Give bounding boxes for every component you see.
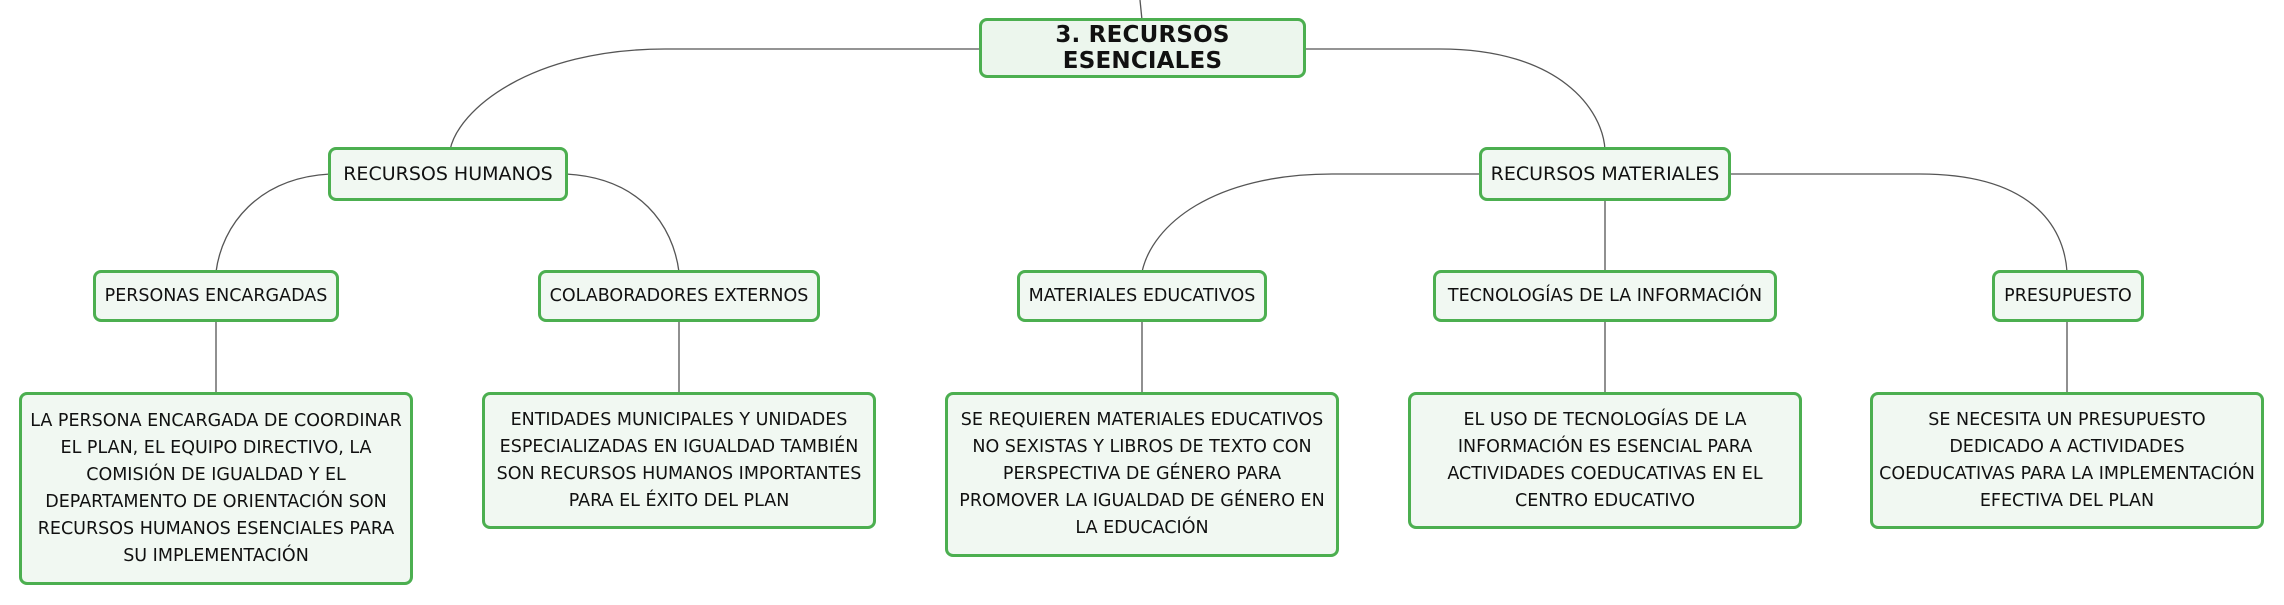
node-personas-encargadas-label: PERSONAS ENCARGADAS	[104, 286, 328, 306]
node-materiales-educativos-label: MATERIALES EDUCATIVOS	[1028, 286, 1256, 306]
node-tecnologias-informacion-label: TECNOLOGÍAS DE LA INFORMACIÓN	[1447, 286, 1763, 306]
node-presupuesto[interactable]: PRESUPUESTO	[1992, 270, 2144, 322]
node-recursos-materiales-label: RECURSOS MATERIALES	[1490, 163, 1720, 185]
connector-humanos-personas	[215, 173, 331, 273]
node-tecnologias-detail[interactable]: EL USO DE TECNOLOGÍAS DE LA INFORMACIÓN …	[1408, 392, 1802, 529]
node-materiales-educativos[interactable]: MATERIALES EDUCATIVOS	[1017, 270, 1267, 322]
node-recursos-humanos-label: RECURSOS HUMANOS	[343, 163, 553, 185]
connector-root-parent	[1139, 0, 1143, 21]
connector-materiales-presupuesto	[1729, 173, 2068, 273]
root-label: 3. RECURSOS ESENCIALES	[1055, 22, 1230, 74]
root-node[interactable]: 3. RECURSOS ESENCIALES	[979, 18, 1306, 78]
node-colaboradores-detail-text: ENTIDADES MUNICIPALES Y UNIDADES ESPECIA…	[496, 409, 862, 511]
connector-humanos-colaboradores	[565, 173, 680, 273]
node-presupuesto-label: PRESUPUESTO	[2004, 286, 2132, 306]
node-tecnologias-informacion[interactable]: TECNOLOGÍAS DE LA INFORMACIÓN	[1433, 270, 1777, 322]
node-educativos-detail-text: SE REQUIEREN MATERIALES EDUCATIVOS NO SE…	[959, 410, 1325, 538]
node-colaboradores-detail[interactable]: ENTIDADES MUNICIPALES Y UNIDADES ESPECIA…	[482, 392, 876, 529]
node-recursos-humanos[interactable]: RECURSOS HUMANOS	[328, 147, 568, 201]
node-recursos-materiales[interactable]: RECURSOS MATERIALES	[1479, 147, 1731, 201]
connector-root-humanos	[449, 48, 981, 151]
node-presupuesto-detail[interactable]: SE NECESITA UN PRESUPUESTO DEDICADO A AC…	[1870, 392, 2264, 529]
node-educativos-detail[interactable]: SE REQUIEREN MATERIALES EDUCATIVOS NO SE…	[945, 392, 1339, 557]
node-colaboradores-externos-label: COLABORADORES EXTERNOS	[549, 286, 809, 306]
node-personas-encargadas[interactable]: PERSONAS ENCARGADAS	[93, 270, 339, 322]
connector-materiales-educativos	[1141, 173, 1481, 273]
node-colaboradores-externos[interactable]: COLABORADORES EXTERNOS	[538, 270, 820, 322]
connector-root-materiales	[1303, 48, 1606, 151]
node-personas-detail[interactable]: LA PERSONA ENCARGADA DE COORDINAR EL PLA…	[19, 392, 413, 585]
node-presupuesto-detail-text: SE NECESITA UN PRESUPUESTO DEDICADO A AC…	[1879, 409, 2255, 511]
node-tecnologias-detail-text: EL USO DE TECNOLOGÍAS DE LA INFORMACIÓN …	[1447, 409, 1763, 511]
node-personas-detail-text: LA PERSONA ENCARGADA DE COORDINAR EL PLA…	[30, 410, 402, 566]
